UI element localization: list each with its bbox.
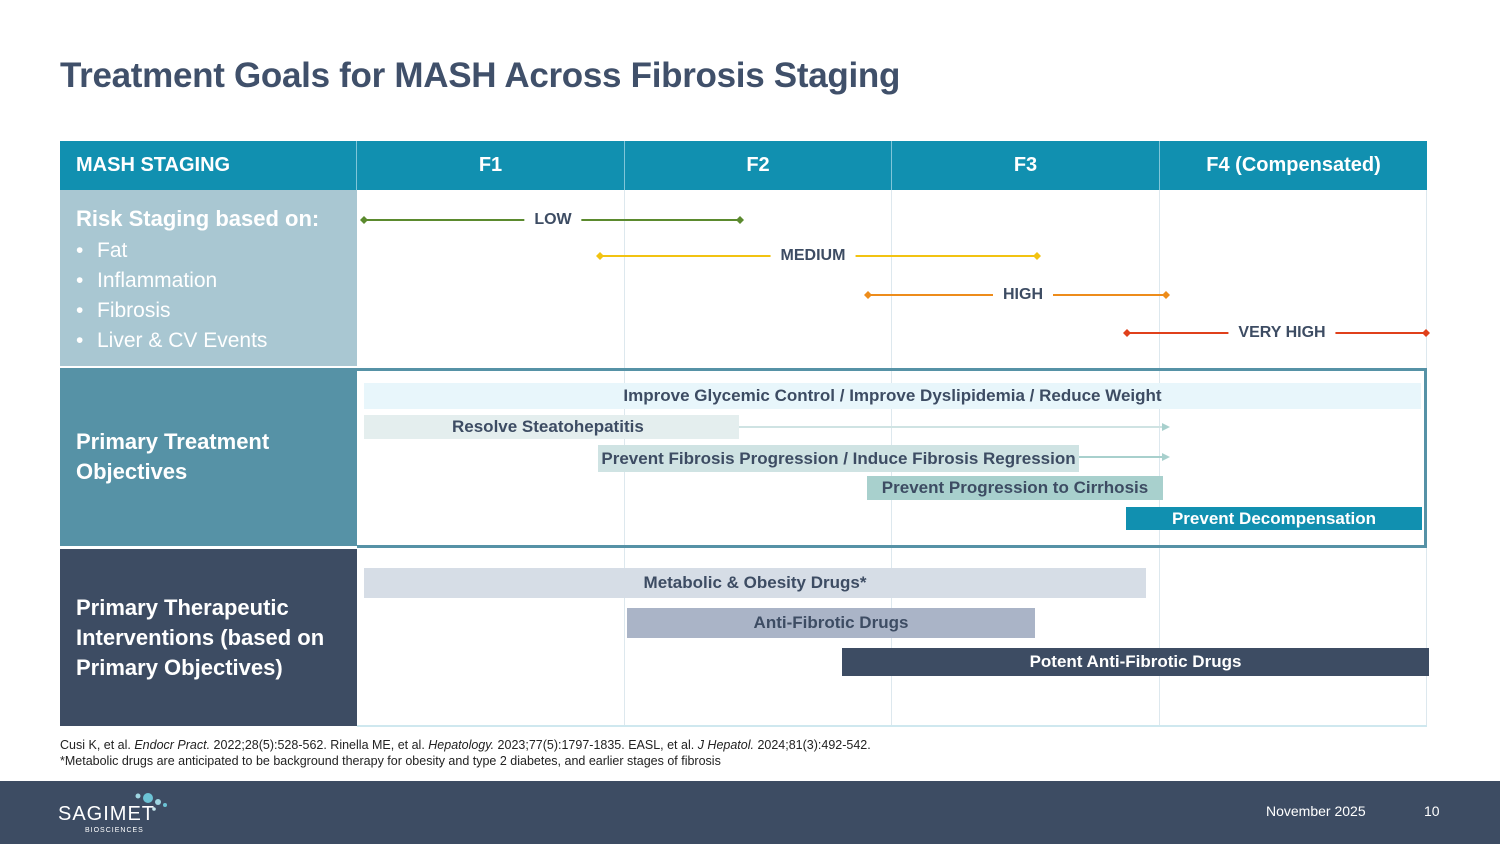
risk-level-medium: MEDIUM: [770, 247, 856, 265]
objective-resolve-steatohepatitis: Resolve Steatohepatitis: [364, 415, 739, 439]
primary-interventions-text: Primary Therapeutic Interventions (based…: [76, 594, 325, 680]
intervention-potent-anti-fibrotic-drugs: Potent Anti-Fibrotic Drugs: [842, 648, 1429, 676]
footer-date: November 2025: [1266, 803, 1366, 819]
citation-journal: Hepatology.: [428, 738, 495, 752]
risk-factor-item: Fat: [76, 236, 357, 266]
objectives-frame: [357, 368, 1427, 548]
logo-dots-icon: [135, 793, 167, 811]
bottom-border: [357, 725, 1427, 727]
primary-objectives-label: Primary Treatment Objectives: [60, 368, 357, 546]
grid-line-f3: [1159, 190, 1160, 726]
risk-staging-title: Risk Staging based on:: [76, 206, 320, 231]
citation-text: 2022;28(5):528-562. Rinella ME, et al.: [210, 738, 429, 752]
header-stage-f2: F2: [625, 141, 892, 190]
citation-journal: Endocr Pract.: [134, 738, 211, 752]
objective-glycemic-control: Improve Glycemic Control / Improve Dysli…: [364, 383, 1421, 409]
references: Cusi K, et al. Endocr Pract. 2022;28(5):…: [60, 737, 871, 769]
risk-factor-item: Inflammation: [76, 266, 357, 296]
footnote: *Metabolic drugs are anticipated to be b…: [60, 754, 721, 768]
header-stage-f4: F4 (Compensated): [1160, 141, 1427, 190]
citation-text: 2024;81(3):492-542.: [753, 738, 871, 752]
footer-bar: [0, 781, 1500, 844]
sagimet-logo: SAGIMET BIOSCIENCES: [58, 790, 167, 834]
objective-fibrosis-regression: Prevent Fibrosis Progression / Induce Fi…: [598, 445, 1079, 472]
header-mash-staging: MASH STAGING: [60, 141, 357, 190]
citation-line: Cusi K, et al. Endocr Pract. 2022;28(5):…: [60, 737, 871, 753]
risk-level-low: LOW: [524, 211, 582, 229]
risk-factor-list: Fat Inflammation Fibrosis Liver & CV Eve…: [76, 236, 357, 356]
citation-text: 2023;77(5):1797-1835. EASL, et al.: [494, 738, 698, 752]
slide-title: Treatment Goals for MASH Across Fibrosis…: [60, 56, 901, 95]
risk-factor-item: Liver & CV Events: [76, 326, 357, 356]
primary-objectives-text: Primary Treatment Objectives: [76, 429, 270, 484]
risk-level-very-high: VERY HIGH: [1228, 324, 1336, 342]
objective-prevent-decompensation: Prevent Decompensation: [1126, 507, 1422, 530]
risk-staging-label: Risk Staging based on: Fat Inflammation …: [60, 190, 357, 366]
primary-interventions-label: Primary Therapeutic Interventions (based…: [60, 549, 357, 726]
page-number: 10: [1424, 803, 1440, 819]
citation-text: Cusi K, et al.: [60, 738, 135, 752]
risk-factor-item: Fibrosis: [76, 296, 357, 326]
citation-journal: J Hepatol.: [697, 738, 754, 752]
intervention-anti-fibrotic-drugs: Anti-Fibrotic Drugs: [627, 608, 1035, 638]
header-stage-f3: F3: [892, 141, 1160, 190]
header-stage-f1: F1: [357, 141, 625, 190]
risk-level-high: HIGH: [993, 286, 1053, 304]
objective-prevent-cirrhosis: Prevent Progression to Cirrhosis: [867, 476, 1163, 500]
logo-wordmark: SAGIMET: [58, 803, 156, 825]
intervention-metabolic-drugs: Metabolic & Obesity Drugs*: [364, 568, 1146, 598]
logo-subtitle: BIOSCIENCES: [85, 827, 144, 834]
